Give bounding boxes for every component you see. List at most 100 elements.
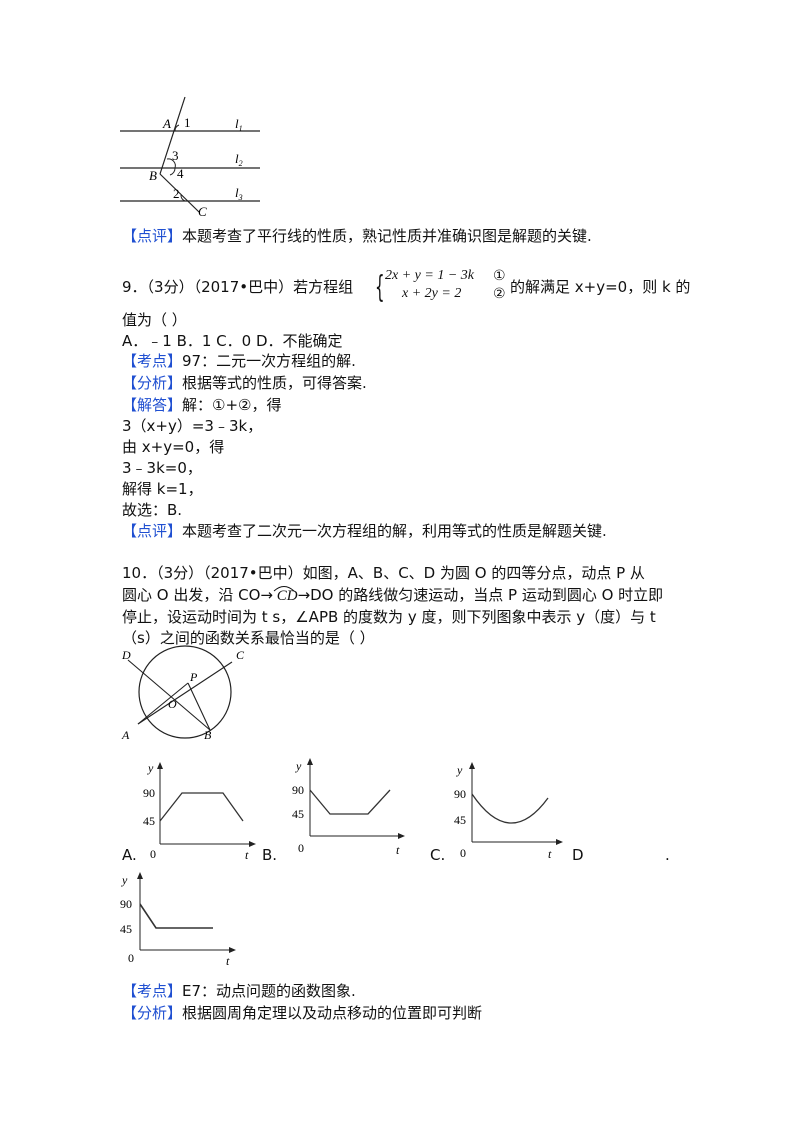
parallel-lines-figure: A 1 3 4 B 2 C l1 l2 l3 bbox=[120, 96, 260, 219]
q10-fenxi: 【分析】根据圆周角定理以及动点移动的位置即可判断 bbox=[122, 1002, 482, 1023]
origin-0: 0 bbox=[128, 951, 134, 965]
graph-B: y 90 45 0 t bbox=[292, 758, 405, 857]
kaodian-text: E7：动点问题的函数图象. bbox=[182, 982, 356, 1000]
diameter-DB bbox=[127, 659, 211, 731]
q10-line-1: 10．（3分）（2017•巴中）如图，A、B、C、D 为圆 O 的四等分点，动点… bbox=[122, 564, 645, 582]
x-arrow bbox=[229, 947, 236, 953]
tick-45: 45 bbox=[120, 922, 132, 936]
graph-D-curve bbox=[139, 903, 213, 929]
x-arrow bbox=[398, 833, 405, 839]
diameter-AC bbox=[137, 661, 233, 725]
graph-A-curve bbox=[159, 792, 244, 822]
angle-label-1: 1 bbox=[184, 115, 191, 130]
y-label: y bbox=[295, 759, 302, 773]
dianping-tag: 【点评】 bbox=[122, 522, 183, 540]
label-A: A bbox=[121, 728, 130, 742]
y-label: y bbox=[121, 873, 128, 887]
comment-tag: 【点评】 bbox=[122, 227, 183, 245]
label-O: O bbox=[168, 697, 177, 711]
origin-0: 0 bbox=[460, 846, 466, 860]
tick-45: 45 bbox=[143, 814, 155, 828]
point-label-A: A bbox=[162, 116, 171, 131]
circle-O bbox=[138, 645, 232, 739]
tick-90: 90 bbox=[454, 787, 466, 801]
line-label-l3: l3 bbox=[235, 185, 243, 202]
q9-stem-b: 的解满足 x+y=0，则 k 的 bbox=[510, 278, 691, 296]
q9-fenxi: 【分析】根据等式的性质，可得答案. bbox=[122, 372, 367, 393]
transversal-AB bbox=[159, 96, 186, 175]
x-arrow bbox=[249, 841, 256, 847]
option-B-label: B. bbox=[262, 846, 278, 864]
dianping-text: 本题考查了二次元一次方程组的解，利用等式的性质是解题关键. bbox=[182, 522, 607, 540]
q9-step-5: 故选：B. bbox=[122, 501, 183, 519]
q9-mark-1: ① bbox=[493, 268, 506, 284]
fenxi-tag: 【分析】 bbox=[122, 1004, 183, 1022]
comment-text: 本题考查了平行线的性质，熟记性质并准确识图是解题的关键. bbox=[182, 227, 592, 245]
x-label: t bbox=[396, 843, 400, 857]
q10-line-3: 停止，设运动时间为 t s，∠APB 的度数为 y 度，则下列图象中表示 y（度… bbox=[122, 608, 656, 626]
angle-label-3: 3 bbox=[172, 148, 179, 163]
q9-step-2: 由 x+y=0，得 bbox=[122, 438, 225, 456]
q10-kaodian: 【考点】E7：动点问题的函数图象. bbox=[122, 980, 356, 1001]
origin-0: 0 bbox=[298, 841, 304, 855]
y-arrow bbox=[137, 872, 143, 879]
q9-step-1: 3（x+y）=3﹣3k， bbox=[122, 417, 263, 435]
angle-arc bbox=[166, 158, 176, 169]
y-label: y bbox=[456, 763, 463, 777]
angle-label-2: 2 bbox=[173, 186, 180, 201]
tick-45: 45 bbox=[454, 813, 466, 827]
fenxi-text: 根据等式的性质，可得答案. bbox=[182, 374, 367, 392]
q9-stem-c: 值为（ ） bbox=[122, 311, 187, 329]
q9-equation-2: x + 2y = 2 bbox=[402, 286, 462, 301]
graph-B-curve bbox=[309, 789, 391, 815]
option-D-dot: . bbox=[665, 846, 670, 864]
graph-C-curve bbox=[471, 793, 549, 824]
fenxi-text: 根据圆周角定理以及动点移动的位置即可判断 bbox=[182, 1004, 483, 1022]
label-D: D bbox=[121, 648, 131, 662]
point-label-C: C bbox=[198, 204, 207, 219]
q9-jieda: 【解答】解：①+②，得 bbox=[122, 394, 281, 415]
label-C: C bbox=[236, 648, 245, 662]
y-label: y bbox=[147, 761, 154, 775]
x-label: t bbox=[245, 848, 249, 862]
jieda-tag: 【解答】 bbox=[122, 396, 183, 414]
angle-label-4: 4 bbox=[177, 166, 184, 181]
q9-step-3: 3﹣3k=0， bbox=[122, 459, 202, 477]
kaodian-tag: 【考点】 bbox=[122, 352, 183, 370]
q9-step-4: 解得 k=1， bbox=[122, 480, 203, 498]
option-C-label: C. bbox=[430, 846, 446, 864]
segment-AP bbox=[137, 682, 189, 725]
y-arrow bbox=[469, 762, 475, 769]
q9-dianping: 【点评】本题考查了二次元一次方程组的解，利用等式的性质是解题关键. bbox=[122, 520, 607, 541]
angle-arc bbox=[180, 194, 186, 202]
comment-top: 【点评】本题考查了平行线的性质，熟记性质并准确识图是解题的关键. bbox=[122, 225, 592, 246]
tick-90: 90 bbox=[120, 897, 132, 911]
kaodian-text: 97：二元一次方程组的解. bbox=[182, 352, 356, 370]
q10-line-2b: →DO 的路线做匀速运动，当点 P 运动到圆心 O 时立即 bbox=[297, 586, 664, 604]
q9-kaodian: 【考点】97：二元一次方程组的解. bbox=[122, 350, 356, 371]
y-arrow bbox=[307, 758, 313, 765]
label-P: P bbox=[189, 670, 198, 684]
kaodian-tag: 【考点】 bbox=[122, 982, 183, 1000]
q9-brace: { bbox=[375, 270, 385, 305]
angle-arc bbox=[169, 167, 176, 176]
graph-A: y 90 45 0 t bbox=[143, 761, 256, 862]
q10-line-2: 圆心 O 出发，沿 CO→ CD→DO 的路线做匀速运动，当点 P 运动到圆心 … bbox=[122, 584, 663, 605]
q10-line-2a: 圆心 O 出发，沿 CO→ bbox=[122, 586, 273, 604]
line-label-l1: l1 bbox=[235, 116, 243, 133]
x-arrow bbox=[556, 839, 563, 845]
x-label: t bbox=[548, 847, 552, 861]
segment-PB bbox=[187, 682, 211, 731]
option-A-label: A. bbox=[122, 846, 137, 864]
jieda-text: 解：①+②，得 bbox=[182, 396, 282, 414]
tick-45: 45 bbox=[292, 807, 304, 821]
q9-stem: 9．（3分）（2017•巴中）若方程组 bbox=[122, 278, 354, 296]
q9-equation-1: 2x + y = 1 − 3k bbox=[385, 268, 474, 283]
transversal-BC bbox=[159, 173, 200, 213]
q9-options: A．﹣1 B．1 C．0 D．不能确定 bbox=[122, 332, 343, 350]
graph-C: y 90 45 0 t bbox=[454, 762, 563, 861]
label-B: B bbox=[204, 728, 212, 742]
arc-cd: CD bbox=[273, 586, 298, 604]
line-label-l2: l2 bbox=[235, 151, 243, 168]
y-arrow bbox=[157, 762, 163, 769]
